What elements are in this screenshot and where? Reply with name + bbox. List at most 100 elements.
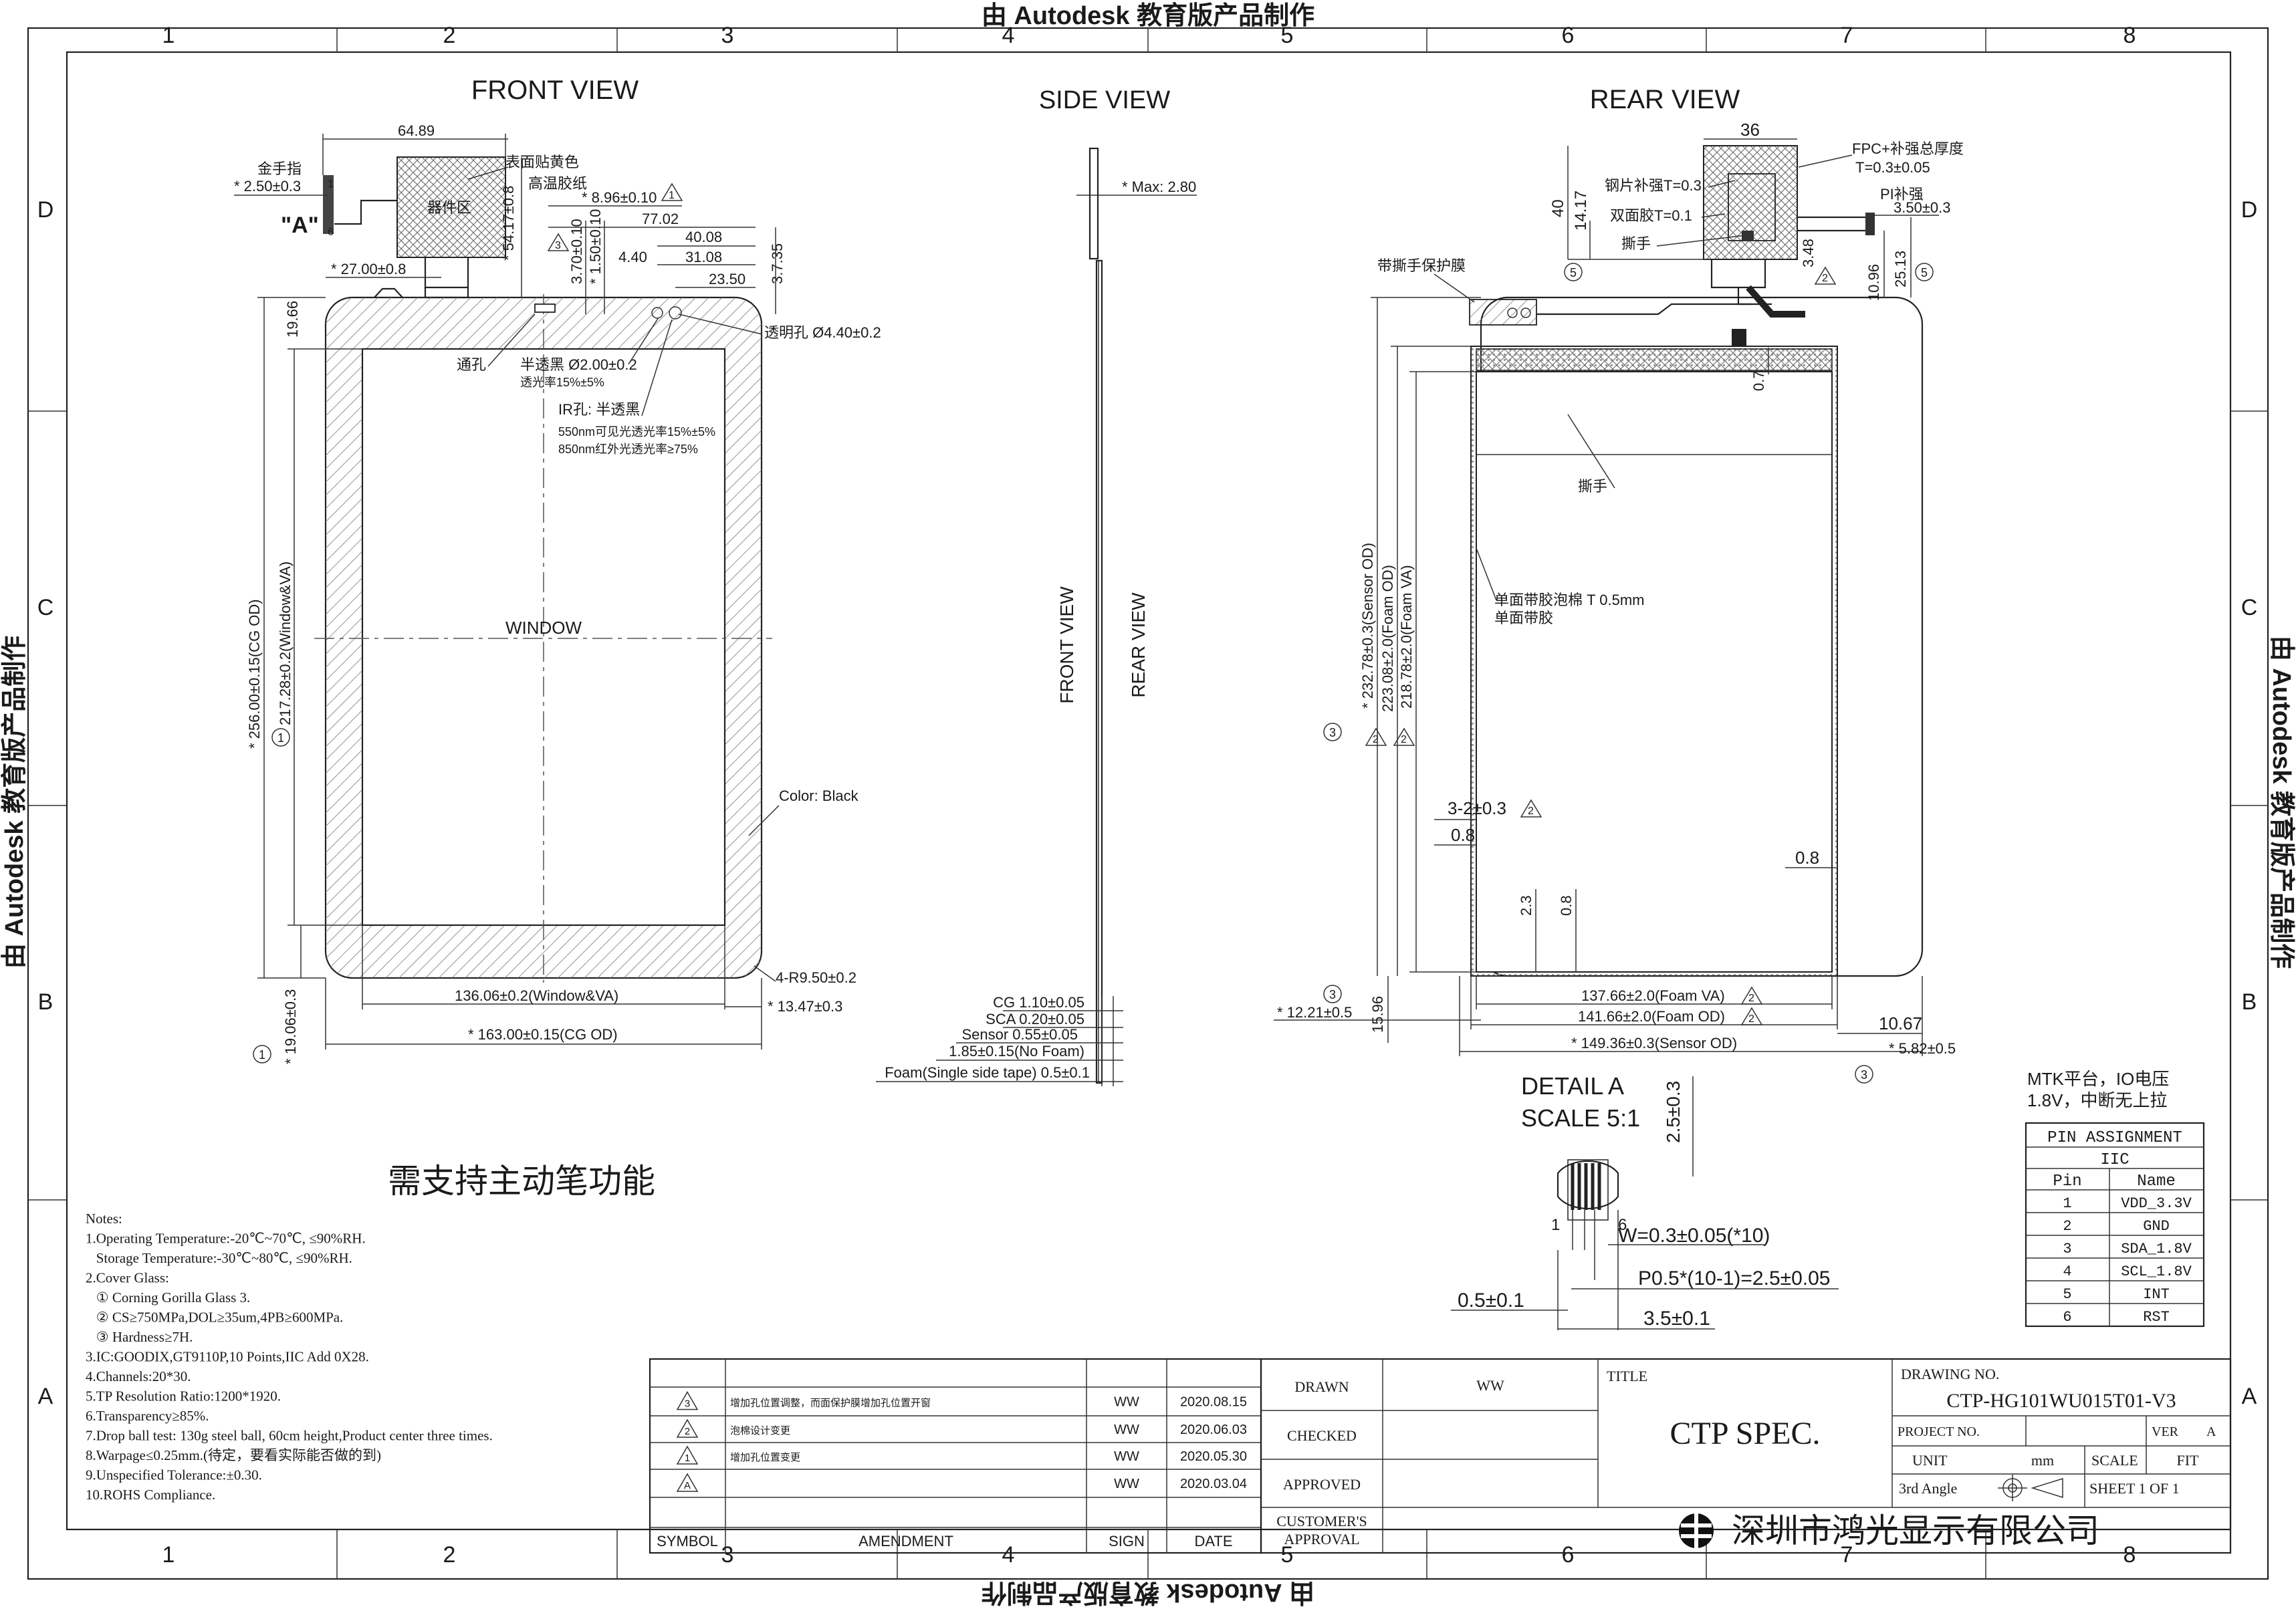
grid-col-6: 6 <box>1562 23 1575 48</box>
note-line: ① Corning Gorilla Glass 3. <box>86 1289 250 1306</box>
note-line: Notes: <box>86 1211 122 1227</box>
svg-text:表面贴黄色: 表面贴黄色 <box>505 154 579 170</box>
rear-view-title: REAR VIEW <box>1590 85 1740 114</box>
svg-text:2.3: 2.3 <box>1518 895 1534 916</box>
svg-text:3: 3 <box>1329 726 1336 739</box>
svg-text:高温胶纸: 高温胶纸 <box>528 175 587 192</box>
revision-symbol: 2 <box>685 1426 690 1437</box>
note-line: 7.Drop ball test: 130g steel ball, 60cm … <box>86 1428 493 1444</box>
svg-text:2: 2 <box>1748 993 1754 1004</box>
svg-text:* 256.00±0.15(CG OD): * 256.00±0.15(CG OD) <box>246 599 263 749</box>
svg-text:DRAWN: DRAWN <box>1294 1378 1349 1395</box>
svg-text:通孔: 通孔 <box>457 356 486 373</box>
note-line: ② CS≥750MPa,DOL≥35um,4PB≥600MPa. <box>86 1310 343 1326</box>
revision-amendment: 增加孔位置变更 <box>730 1452 800 1463</box>
revision-date: 2020.05.30 <box>1180 1449 1247 1464</box>
grid-row-c-right: C <box>2241 595 2258 620</box>
svg-text:撕手: 撕手 <box>1578 478 1607 495</box>
svg-text:223.08±2.0(Foam OD): 223.08±2.0(Foam OD) <box>1379 565 1396 712</box>
front-view-title: FRONT VIEW <box>471 76 639 105</box>
revision-symbol: 3 <box>685 1398 690 1410</box>
svg-text:SCALE: SCALE <box>2091 1452 2138 1469</box>
svg-text:6: 6 <box>1618 1216 1627 1234</box>
revision-sign: WW <box>1114 1449 1139 1464</box>
pin-number: 4 <box>2063 1263 2071 1280</box>
svg-text:* 8.96±0.10: * 8.96±0.10 <box>582 189 657 206</box>
svg-text:mm: mm <box>2031 1452 2054 1469</box>
detail-title: DETAIL A <box>1521 1072 1624 1100</box>
svg-text:2: 2 <box>1748 1013 1754 1025</box>
svg-text:77.02: 77.02 <box>642 211 679 227</box>
grid-col-5: 5 <box>1281 23 1294 48</box>
svg-text:CHECKED: CHECKED <box>1287 1427 1357 1444</box>
svg-text:撕手: 撕手 <box>1621 235 1651 252</box>
svg-text:850nm红外光透光率≥75%: 850nm红外光透光率≥75% <box>558 443 698 456</box>
svg-text:单面带胶泡棉 T 0.5mm: 单面带胶泡棉 T 0.5mm <box>1494 592 1645 608</box>
note-line: 5.TP Resolution Ratio:1200*1920. <box>86 1388 281 1404</box>
grid-col-8: 8 <box>2123 23 2136 48</box>
svg-text:3.5±0.1: 3.5±0.1 <box>1643 1308 1710 1330</box>
mtk-note-line1: MTK平台，IO电压 <box>2027 1069 2169 1089</box>
svg-text:* 2.50±0.3: * 2.50±0.3 <box>234 178 301 195</box>
drawing-title: CTP SPEC. <box>1670 1416 1821 1451</box>
grid-row-a: A <box>38 1384 53 1409</box>
svg-text:* 232.78±0.3(Sensor OD): * 232.78±0.3(Sensor OD) <box>1359 543 1376 709</box>
svg-text:6: 6 <box>328 227 334 238</box>
svg-text:136.06±0.2(Window&VA): 136.06±0.2(Window&VA) <box>455 987 618 1004</box>
svg-text:WW: WW <box>1476 1377 1504 1394</box>
svg-text:Sensor 0.55±0.05: Sensor 0.55±0.05 <box>961 1026 1078 1043</box>
pin-name: GND <box>2143 1218 2170 1235</box>
svg-text:DRAWING NO.: DRAWING NO. <box>1901 1366 1999 1382</box>
grid-col-5-bottom: 5 <box>1281 1542 1294 1568</box>
svg-text:1.85±0.15(No Foam): 1.85±0.15(No Foam) <box>949 1043 1084 1060</box>
svg-text:4-R9.50±0.2: 4-R9.50±0.2 <box>776 969 856 986</box>
svg-text:4.40: 4.40 <box>618 249 647 265</box>
revision-sign: WW <box>1114 1395 1139 1410</box>
svg-text:双面胶T=0.1: 双面胶T=0.1 <box>1610 207 1692 224</box>
svg-text:透明孔 Ø4.40±0.2: 透明孔 Ø4.40±0.2 <box>764 324 881 341</box>
grid-row-c: C <box>37 595 54 620</box>
pin-name: VDD_3.3V <box>2121 1195 2192 1212</box>
front-view: FRONT VIEW 器件区 1 6 WINDOW 64.89 金手指 * 2.… <box>234 76 881 1064</box>
svg-text:0.7: 0.7 <box>1750 370 1767 391</box>
svg-text:W=0.3±0.05(*10): W=0.3±0.05(*10) <box>1618 1225 1770 1247</box>
svg-text:2: 2 <box>1822 273 1828 284</box>
svg-text:VER: VER <box>2152 1425 2179 1439</box>
svg-text:40.08: 40.08 <box>685 229 722 245</box>
svg-text:14.17: 14.17 <box>1572 191 1590 231</box>
svg-text:A: A <box>2206 1425 2216 1439</box>
note-line: 2.Cover Glass: <box>86 1270 169 1286</box>
svg-text:Name: Name <box>2137 1172 2176 1191</box>
pin-table-bus: IIC <box>2100 1151 2129 1169</box>
svg-text:* 1.50±0.10: * 1.50±0.10 <box>587 209 604 284</box>
detail-scale: SCALE 5:1 <box>1521 1104 1640 1132</box>
grid-col-2: 2 <box>443 23 456 48</box>
mtk-note-line2: 1.8V，中断无上拉 <box>2027 1090 2168 1110</box>
svg-text:3-2±0.3: 3-2±0.3 <box>1448 798 1506 818</box>
side-rear-label: REAR VIEW <box>1128 592 1149 698</box>
grid-column-labels: 1 2 3 4 5 6 7 8 1 2 3 4 5 6 7 8 <box>162 23 2136 1579</box>
svg-text:SIGN: SIGN <box>1109 1533 1145 1550</box>
svg-text:1: 1 <box>669 190 675 201</box>
grid-col-3: 3 <box>721 23 734 48</box>
note-line: 10.ROHS Compliance. <box>86 1487 215 1503</box>
watermark-left: 由 Autodesk 教育版产品制作 <box>1 636 29 969</box>
svg-text:Foam(Single side tape) 0.5±0.1: Foam(Single side tape) 0.5±0.1 <box>885 1064 1090 1081</box>
svg-text:15.96: 15.96 <box>1369 996 1386 1033</box>
svg-text:CG 1.10±0.05: CG 1.10±0.05 <box>993 994 1084 1011</box>
grid-col-7: 7 <box>1841 23 1853 48</box>
window-label: WINDOW <box>505 618 582 638</box>
svg-text:3: 3 <box>1861 1068 1867 1082</box>
svg-text:APPROVED: APPROVED <box>1283 1476 1361 1493</box>
svg-text:137.66±2.0(Foam VA): 137.66±2.0(Foam VA) <box>1581 987 1725 1004</box>
svg-text:217.28±0.2(Window&VA): 217.28±0.2(Window&VA) <box>277 562 294 725</box>
svg-text:3: 3 <box>555 240 561 251</box>
grid-col-4-bottom: 4 <box>1002 1542 1015 1568</box>
drawing-number: CTP-HG101WU015T01-V3 <box>1946 1390 2176 1412</box>
svg-text:23.50: 23.50 <box>709 271 745 287</box>
side-front-label: FRONT VIEW <box>1056 586 1077 704</box>
svg-text:3.50±0.3: 3.50±0.3 <box>1893 199 1950 216</box>
component-zone-label: 器件区 <box>427 199 471 216</box>
svg-text:19.66: 19.66 <box>284 301 301 338</box>
svg-text:P0.5*(10-1)=2.5±0.05: P0.5*(10-1)=2.5±0.05 <box>1638 1267 1831 1289</box>
